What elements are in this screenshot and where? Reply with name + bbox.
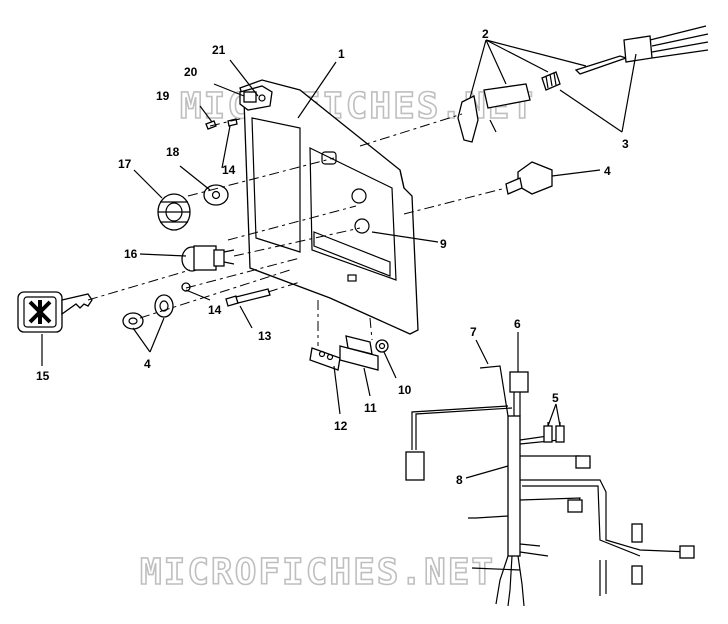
callout-19: 19 <box>156 89 170 103</box>
terminal-bracket <box>309 335 379 371</box>
switch-assembly <box>457 25 709 143</box>
callout-18: 18 <box>166 145 180 159</box>
wire-harness <box>405 365 695 607</box>
callout-6: 6 <box>514 317 521 331</box>
callout-16: 16 <box>124 247 138 261</box>
callout-12: 12 <box>334 419 348 433</box>
callout-10: 10 <box>398 383 412 397</box>
dash-panel <box>239 79 419 335</box>
nut-10 <box>375 339 389 353</box>
callout-labels: 1 2 3 4 5 6 7 8 9 10 11 12 13 14 14 15 1… <box>36 27 629 487</box>
callout-4-lower: 4 <box>144 357 151 371</box>
lock-washer-lower <box>154 294 174 318</box>
callout-15: 15 <box>36 369 50 383</box>
leader-lines <box>41 39 637 479</box>
callout-20: 20 <box>184 65 198 79</box>
callout-21: 21 <box>212 43 226 57</box>
callout-2: 2 <box>482 27 489 41</box>
callout-8: 8 <box>456 473 463 487</box>
callout-13: 13 <box>258 329 272 343</box>
assembly-lines <box>87 113 507 346</box>
callout-11: 11 <box>364 401 377 415</box>
callout-7: 7 <box>470 325 477 339</box>
callout-17: 17 <box>118 157 132 171</box>
callout-14-lower: 14 <box>208 303 222 317</box>
ignition-key <box>17 291 93 333</box>
callout-5: 5 <box>552 391 559 405</box>
callout-3: 3 <box>622 137 629 151</box>
lock-nut <box>157 193 191 231</box>
callout-14-upper: 14 <box>222 163 236 177</box>
watermark-bottom: MICROFICHES.NET <box>140 552 495 593</box>
ignition-switch <box>181 245 235 272</box>
screw-13 <box>225 288 271 307</box>
switch-bracket <box>239 85 273 111</box>
callout-9: 9 <box>440 237 447 251</box>
screw-14-upper <box>227 118 238 127</box>
switch-nut-lower <box>122 312 144 330</box>
callout-4-right: 4 <box>604 164 611 178</box>
callout-1: 1 <box>338 47 345 61</box>
toggle-switch <box>505 161 553 195</box>
